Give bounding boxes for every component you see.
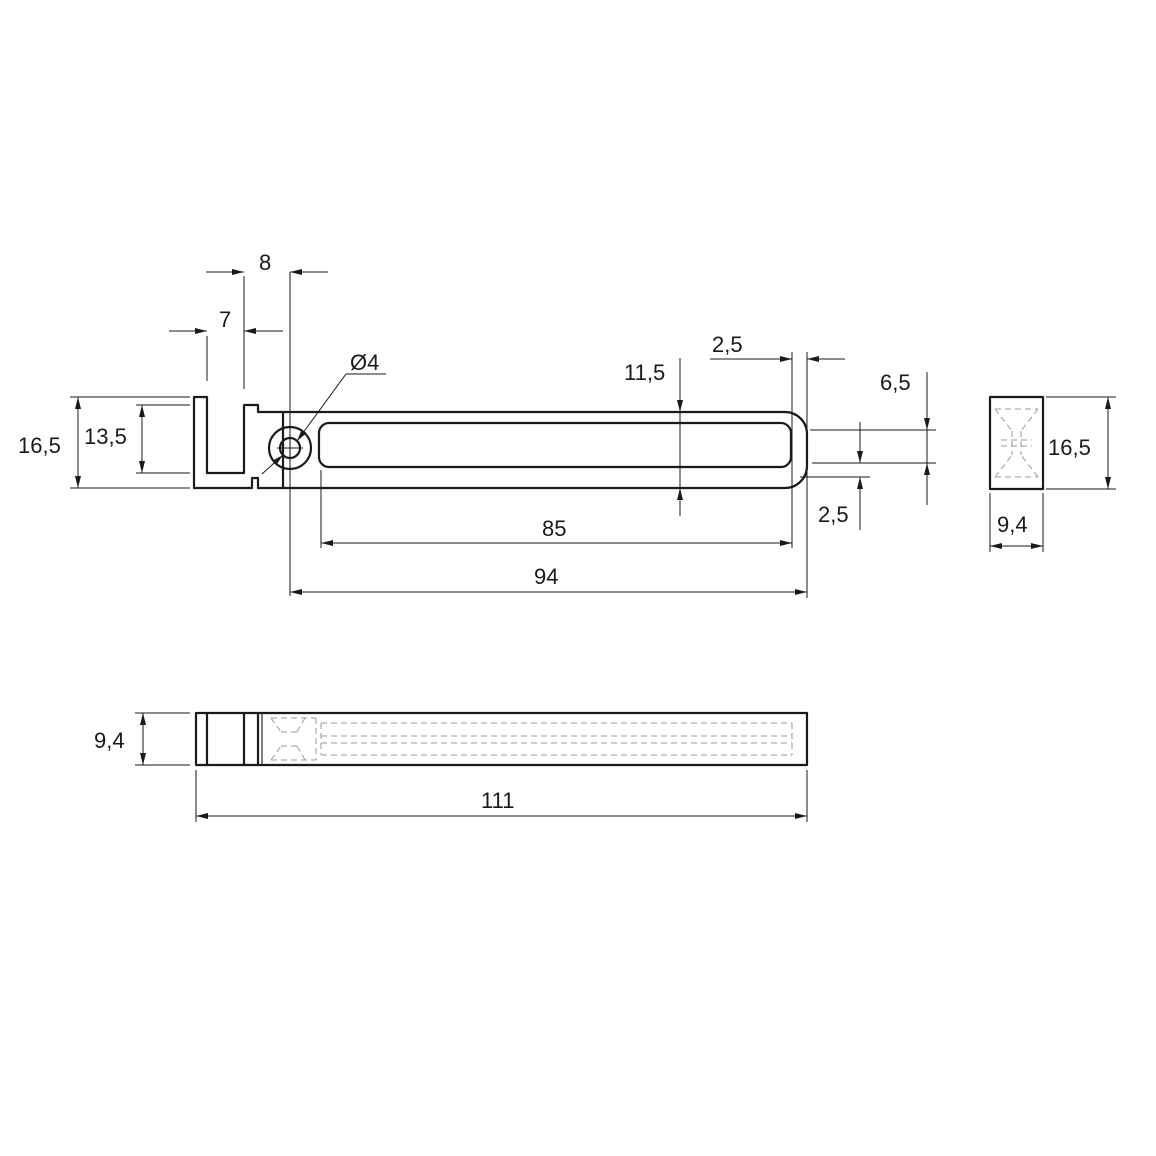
dim-2-5-right-label: 2,5 <box>818 502 849 527</box>
side-view <box>988 395 1045 491</box>
dim-7-label: 7 <box>219 307 231 332</box>
bottom-dimensions: 9,4 111 <box>94 712 808 822</box>
dim-9-4-bottom-label: 9,4 <box>94 728 125 753</box>
dim-111-label: 111 <box>481 788 514 813</box>
slot-outline <box>317 421 793 469</box>
front-dimensions: 8 7 Ø4 16,5 13,5 11,5 2,5 <box>18 250 936 598</box>
dim-13-5-label: 13,5 <box>84 424 127 449</box>
dim-2-5-top-label: 2,5 <box>712 332 743 357</box>
dim-8-label: 8 <box>259 250 271 275</box>
dim-16-5-left-label: 16,5 <box>18 433 61 458</box>
dim-6-5-label: 6,5 <box>880 370 911 395</box>
bottom-view <box>194 711 809 767</box>
dim-9-4-side-label: 9,4 <box>997 512 1028 537</box>
dim-94-label: 94 <box>534 564 558 589</box>
dim-16-5-side-label: 16,5 <box>1048 435 1091 460</box>
side-dimensions: 16,5 9,4 <box>989 396 1116 552</box>
dim-11-5-label: 11,5 <box>624 360 665 385</box>
front-view <box>192 395 809 490</box>
bottom-outline <box>194 711 809 767</box>
dim-85-label: 85 <box>542 516 566 541</box>
dim-d4-label: Ø4 <box>350 350 379 375</box>
side-outline <box>988 395 1045 491</box>
